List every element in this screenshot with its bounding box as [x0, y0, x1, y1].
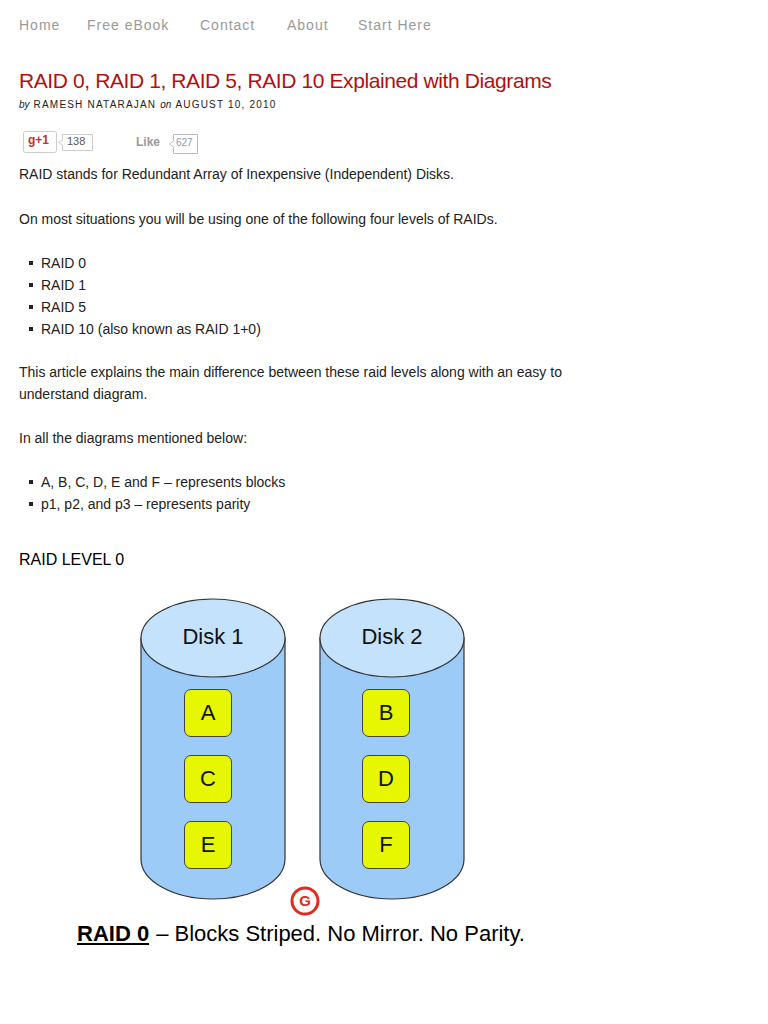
nav-link: Start Here: [358, 17, 432, 33]
data-block: E: [184, 821, 232, 869]
caption-term: RAID 0: [77, 921, 149, 946]
body-text: This article explains the main differenc…: [19, 361, 584, 405]
nav-link: Home: [19, 17, 60, 33]
share-count: 138: [67, 135, 85, 148]
body-text: On most situations you will be using one…: [19, 211, 498, 227]
block-letter: E: [201, 833, 216, 857]
data-block: F: [362, 821, 410, 869]
list-item: A, B, C, D, E and F – represents blocks: [41, 474, 285, 490]
page-title: RAID 0, RAID 1, RAID 5, RAID 10 Explaine…: [19, 69, 551, 93]
body-text: In all the diagrams mentioned below:: [19, 430, 247, 446]
post-date: AUGUST 10, 2010: [175, 99, 276, 111]
disk-label: Disk 1: [140, 624, 286, 650]
block-letter: D: [378, 767, 394, 791]
data-block: A: [184, 689, 232, 737]
byline-word: by: [19, 99, 30, 111]
cylinder-top: [320, 599, 464, 677]
nav-link: About: [287, 17, 329, 33]
body-text: RAID stands for Redundant Array of Inexp…: [19, 166, 454, 182]
share-button: g+1: [28, 134, 49, 148]
data-block: D: [362, 755, 410, 803]
list-item: RAID 5: [41, 299, 86, 315]
list-item: RAID 1: [41, 277, 86, 293]
count-bubble: [170, 135, 198, 154]
like-button: Like: [136, 136, 160, 150]
nav-link: Contact: [200, 17, 255, 33]
block-letter: F: [379, 833, 392, 857]
section-heading: RAID LEVEL 0: [19, 551, 124, 569]
nav-link: Free eBook: [87, 17, 169, 33]
data-block: B: [362, 689, 410, 737]
figure-caption: RAID 0 – Blocks Striped. No Mirror. No Pa…: [77, 921, 525, 946]
disk-cylinder: Disk 1 A C E: [140, 598, 286, 900]
logo-ring: [292, 888, 318, 914]
count-bubble: [59, 135, 93, 151]
list-item: RAID 10 (also known as RAID 1+0): [41, 321, 261, 337]
block-letter: A: [201, 701, 216, 725]
list-item: RAID 0: [41, 255, 86, 271]
disk-cylinder: Disk 2 B D F: [319, 598, 465, 900]
block-letter: C: [200, 767, 216, 791]
list-item: p1, p2, and p3 – represents parity: [41, 496, 250, 512]
logo-letter: G: [299, 892, 311, 909]
byline: by RAMESH NATARAJANon AUGUST 10, 2010: [19, 99, 277, 111]
cylinder-top: [141, 599, 285, 677]
caption-text: – Blocks Striped. No Mirror. No Parity.: [156, 921, 525, 946]
data-block: C: [184, 755, 232, 803]
byline-word: on: [160, 99, 171, 111]
block-letter: B: [379, 701, 394, 725]
like-count: 627: [176, 137, 193, 149]
author-name: RAMESH NATARAJAN: [34, 99, 157, 111]
plus-button: [24, 132, 57, 153]
list-bullets: [29, 261, 33, 506]
disk-label: Disk 2: [319, 624, 465, 650]
